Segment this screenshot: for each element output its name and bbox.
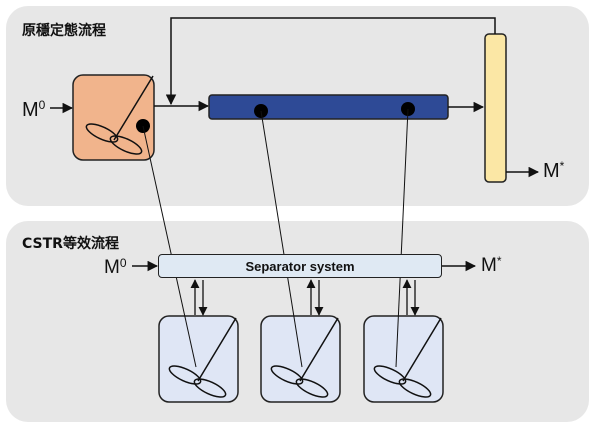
mapping-line-1 [142,125,197,368]
product-label-top: M* [543,159,565,182]
panel-title-cstr: CSTR等效流程 [22,236,119,252]
product-label-bottom: M* [481,254,502,276]
panel-title-original: 原穩定態流程 [22,23,106,39]
equivalent-cstr-3 [363,279,444,403]
feed-label-bottom: M0 [104,256,127,278]
equivalent-cstr-1 [158,279,239,403]
mapping-line-3 [395,108,409,368]
equivalent-cstr-2 [260,279,341,403]
separator-column [484,33,507,183]
cstr-reactor [72,74,155,161]
recycle-line [165,17,496,106]
feed-label-top: M0 [22,98,46,121]
separator-system-box: Separator system [158,254,442,278]
tubular-reactor [208,94,449,120]
mapping-line-2 [260,110,303,368]
